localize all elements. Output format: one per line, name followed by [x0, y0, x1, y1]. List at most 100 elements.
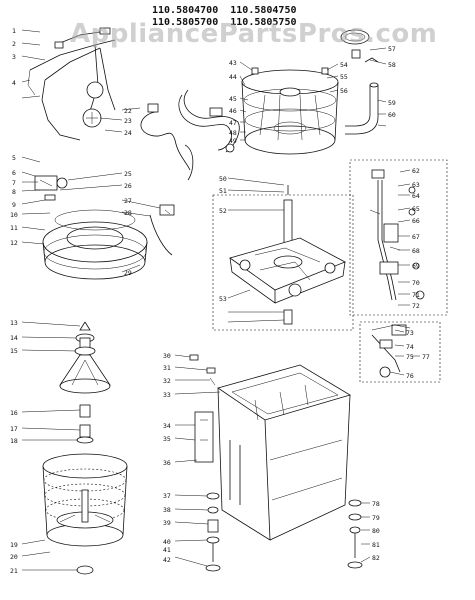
- cabinet: [194, 364, 351, 541]
- callout-75: 75: [406, 353, 414, 361]
- agitator: [59, 321, 111, 444]
- callout-16: 16: [10, 409, 18, 417]
- callout-27: 27: [124, 197, 132, 205]
- callout-38: 38: [163, 506, 171, 514]
- callout-13: 13: [10, 319, 18, 327]
- drain-hose: [178, 89, 240, 153]
- callout-81: 81: [372, 541, 380, 549]
- callout-47: 47: [229, 119, 237, 127]
- callout-44: 44: [229, 73, 237, 81]
- water-pump: [34, 175, 68, 201]
- callout-numbers-left: 1 2 3 4 5 6 7 8 9 10 11 12 13 14 15 16 1…: [10, 27, 18, 575]
- suspension-linkage: [349, 159, 448, 316]
- callout-5: 5: [12, 154, 16, 162]
- callout-35: 35: [163, 435, 171, 443]
- callout-67: 67: [412, 233, 420, 241]
- callout-78: 78: [372, 500, 380, 508]
- fill-hose: [149, 204, 175, 256]
- callout-79: 79: [372, 514, 380, 522]
- watermark: AppliancePartsPros.com: [70, 19, 438, 49]
- callout-66: 66: [412, 217, 420, 225]
- callout-15: 15: [10, 347, 18, 355]
- hardware-clips: [189, 354, 216, 386]
- lid-switch: [359, 321, 441, 383]
- callout-34: 34: [163, 422, 171, 430]
- callout-53: 53: [219, 295, 227, 303]
- callout-62: 62: [412, 167, 420, 175]
- callout-36: 36: [163, 459, 171, 467]
- callout-12: 12: [10, 239, 18, 247]
- callout-leaders: [21, 29, 420, 571]
- callout-17: 17: [10, 425, 18, 433]
- callout-33: 33: [163, 391, 171, 399]
- callout-8: 8: [12, 188, 16, 196]
- callout-77: 77: [422, 353, 430, 361]
- callout-37: 37: [163, 492, 171, 500]
- callout-28: 28: [124, 209, 132, 217]
- callout-10: 10: [10, 211, 18, 219]
- callout-64: 64: [412, 192, 420, 200]
- callout-69: 69: [412, 262, 420, 270]
- callout-45: 45: [229, 95, 237, 103]
- callout-58: 58: [388, 61, 396, 69]
- callout-11: 11: [10, 224, 18, 232]
- callout-3: 3: [12, 53, 16, 61]
- callout-1: 1: [12, 27, 16, 35]
- callout-41: 41: [163, 546, 171, 554]
- transmission-assembly: [212, 185, 354, 331]
- callout-54: 54: [340, 61, 348, 69]
- callout-26: 26: [124, 182, 132, 190]
- callout-65: 65: [412, 205, 420, 213]
- callout-31: 31: [163, 364, 171, 372]
- callout-39: 39: [163, 519, 171, 527]
- callout-59: 59: [388, 99, 396, 107]
- callout-46: 46: [229, 107, 237, 115]
- callout-55: 55: [340, 73, 348, 81]
- callout-60: 60: [388, 111, 396, 119]
- callout-80: 80: [372, 527, 380, 535]
- callout-76: 76: [406, 372, 414, 380]
- callout-9: 9: [12, 201, 16, 209]
- callout-4: 4: [12, 79, 16, 87]
- callout-48: 48: [229, 129, 237, 137]
- callout-71: 71: [412, 291, 420, 299]
- callout-30: 30: [163, 352, 171, 360]
- callout-7: 7: [12, 179, 16, 187]
- tub-ring: [340, 29, 379, 63]
- callout-numbers-right-panel: 62 63 64 65 66 67 68 69 70 71 72: [412, 167, 420, 310]
- outer-tub: [241, 67, 339, 155]
- callout-18: 18: [10, 437, 18, 445]
- callout-2: 2: [12, 40, 16, 48]
- callout-74: 74: [406, 343, 414, 351]
- callout-numbers-lid-switch: 73 74 75 76 77: [406, 329, 430, 380]
- tub-cover: [42, 209, 148, 280]
- callout-57: 57: [388, 45, 396, 53]
- callout-numbers-tub-top: 54 55 56 57 58 59 60: [340, 45, 396, 119]
- callout-numbers-wiring: 22 23 24 25 26 27 28 29: [124, 107, 132, 277]
- callout-56: 56: [340, 87, 348, 95]
- callout-19: 19: [10, 541, 18, 549]
- callout-70: 70: [412, 279, 420, 287]
- callout-72: 72: [412, 302, 420, 310]
- model-numbers-line1: 110.5804700 110.5804750: [152, 5, 297, 16]
- callout-51: 51: [219, 187, 227, 195]
- callout-40: 40: [163, 538, 171, 546]
- callout-52: 52: [219, 207, 227, 215]
- callout-20: 20: [10, 553, 18, 561]
- callout-32: 32: [163, 377, 171, 385]
- rear-leveling-legs: [347, 499, 363, 569]
- model-numbers-line2: 110.5805700 110.5805750: [152, 17, 297, 28]
- callout-24: 24: [124, 129, 132, 137]
- callout-25: 25: [124, 170, 132, 178]
- callout-73: 73: [406, 329, 414, 337]
- callout-50: 50: [219, 175, 227, 183]
- callout-6: 6: [12, 169, 16, 177]
- callout-82: 82: [372, 554, 380, 562]
- callout-numbers-right-feet: 78 79 80 81 82: [372, 500, 380, 562]
- callout-63: 63: [412, 181, 420, 189]
- pump-hose: [345, 82, 379, 135]
- wash-basket: [42, 453, 128, 575]
- power-cord: [140, 103, 194, 181]
